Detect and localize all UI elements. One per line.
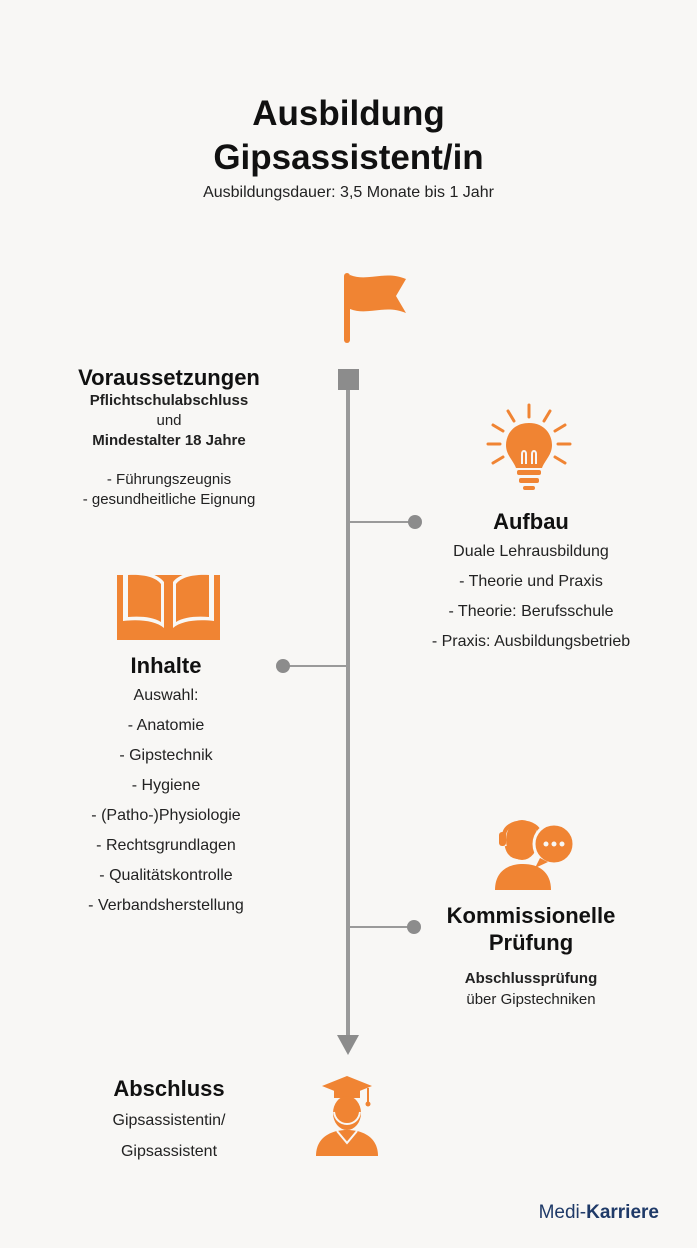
page-subtitle: Ausbildungsdauer: 3,5 Monate bis 1 Jahr <box>203 184 494 201</box>
inhalte-item: - Qualitätskontrolle <box>99 867 233 884</box>
support-agent-icon <box>495 820 576 890</box>
title-line-2: Gipsassistent/in <box>213 138 484 177</box>
brand-part-2: Karriere <box>586 1202 659 1223</box>
inhalte-item: Auswahl: <box>133 687 199 704</box>
inhalte-item: - Verbandsherstellung <box>88 897 244 914</box>
abschluss-line-1: Gipsassistentin/ <box>112 1112 226 1129</box>
inhalte-item: - Hygiene <box>131 777 201 794</box>
abschluss-block: Abschluss Gipsassistentin/ Gipsassistent <box>68 1075 270 1167</box>
title-line-1: Ausbildung <box>252 94 445 133</box>
pruefung-line-2: über Gipstechniken <box>466 991 596 1008</box>
pruefung-heading-line-1: Kommissionelle <box>446 903 616 928</box>
abschluss-heading: Abschluss <box>113 1076 225 1101</box>
inhalte-block: Inhalte Auswahl: - Anatomie - Gipstechni… <box>56 652 276 921</box>
inhalte-item: - Gipstechnik <box>119 747 213 764</box>
brand-logo: Medi-Karriere <box>539 1202 659 1224</box>
inhalte-item: - (Patho-)Physiologie <box>91 807 241 824</box>
inhalte-item: - Anatomie <box>127 717 205 734</box>
voraussetzungen-line-3: Mindestalter 18 Jahre <box>92 432 246 449</box>
aufbau-item: Duale Lehrausbildung <box>453 543 609 560</box>
aufbau-item: - Theorie und Praxis <box>459 573 603 590</box>
branch-aufbau-dot <box>408 515 422 529</box>
voraussetzungen-item-2: - gesundheitliche Eignung <box>82 491 256 508</box>
pruefung-block: Kommissionelle Prüfung Abschlussprüfung … <box>418 902 644 1010</box>
book-icon <box>117 571 220 640</box>
pruefung-line-1: Abschlussprüfung <box>464 970 598 987</box>
timeline-start-marker <box>338 369 359 390</box>
aufbau-item: - Theorie: Berufsschule <box>448 603 614 620</box>
inhalte-item: - Rechtsgrundlagen <box>96 837 236 854</box>
pruefung-heading-line-2: Prüfung <box>488 930 574 955</box>
page-title: Ausbildung Gipsassistent/in <box>0 92 697 180</box>
voraussetzungen-line-2: und <box>156 412 182 429</box>
flag-icon <box>344 273 406 343</box>
brand-part-1: Medi- <box>538 1202 587 1223</box>
branch-pruefung-dot <box>407 920 421 934</box>
voraussetzungen-item-1: - Führungszeugnis <box>106 471 232 488</box>
voraussetzungen-line-1: Pflichtschulabschluss <box>89 392 249 409</box>
timeline-arrow-head <box>337 1035 359 1055</box>
graduate-icon <box>316 1076 378 1156</box>
voraussetzungen-block: Voraussetzungen Pflichtschulabschluss un… <box>38 365 300 510</box>
aufbau-block: Aufbau Duale Lehrausbildung - Theorie un… <box>410 508 652 657</box>
branch-inhalte-dot <box>276 659 290 673</box>
lightbulb-icon <box>486 403 572 490</box>
inhalte-heading: Inhalte <box>130 653 202 678</box>
aufbau-item: - Praxis: Ausbildungsbetrieb <box>431 633 631 650</box>
aufbau-heading: Aufbau <box>493 509 569 534</box>
abschluss-line-2: Gipsassistent <box>120 1143 218 1160</box>
voraussetzungen-heading: Voraussetzungen <box>78 365 260 390</box>
